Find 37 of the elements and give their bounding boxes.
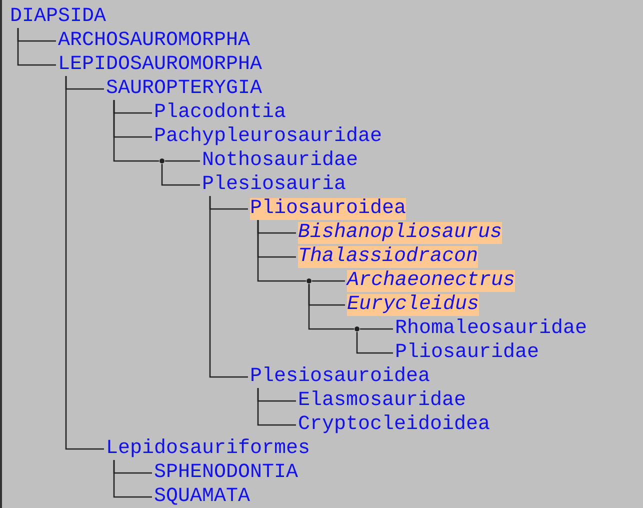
tree-branch-line — [257, 388, 296, 426]
taxon-label: Lepidosauriformes — [106, 438, 310, 460]
taxon-label: Nothosauridae — [202, 150, 358, 172]
taxon-label: Archaeonectrus — [347, 270, 516, 292]
tree-branch-line — [113, 460, 152, 498]
tree-branch-line — [209, 196, 248, 378]
taxon-label: Plesiosauria — [202, 174, 346, 196]
tree-branch-line — [113, 100, 159, 162]
taxon-label: Pliosauridae — [395, 342, 540, 364]
tree-branch-line — [161, 164, 200, 186]
taxon-label: SPHENODONTIA — [154, 462, 298, 484]
taxon-label: Placodontia — [154, 102, 286, 124]
taxon-label: Pachypleurosauridae — [154, 126, 382, 148]
taxon-label: ARCHOSAUROMORPHA — [58, 30, 250, 52]
tree-branch-line — [360, 328, 393, 330]
branch-junction — [159, 158, 165, 164]
tree-branch-line — [17, 28, 56, 66]
tree-branch-line — [356, 332, 393, 354]
taxon-label: Eurycleidus — [347, 294, 480, 316]
tree-branch-line — [165, 160, 200, 162]
taxon-label: Bishanopliosaurus — [298, 222, 502, 244]
taxon-label: Rhomaleosauridae — [395, 318, 588, 340]
taxon-label: Plesiosauroidea — [250, 366, 430, 388]
taxon-label: DIAPSIDA — [10, 6, 106, 28]
taxon-label: Thalassiodracon — [298, 246, 478, 268]
taxon-label: Cryptocleidoidea — [298, 414, 490, 436]
taxon-label: Pliosauroidea — [250, 198, 406, 220]
taxon-label: LEPIDOSAUROMORPHA — [58, 54, 262, 76]
taxon-label: Elasmosauridae — [298, 390, 466, 412]
tree-branch-line — [257, 220, 306, 282]
taxon-label: SQUAMATA — [154, 486, 250, 508]
branch-junction — [306, 278, 312, 284]
tree-branch-line — [308, 284, 354, 330]
tree-branch-line — [65, 76, 104, 450]
taxon-label: SAUROPTERYGIA — [106, 78, 262, 100]
tree-branch-line — [312, 280, 345, 282]
branch-junction — [354, 326, 360, 332]
